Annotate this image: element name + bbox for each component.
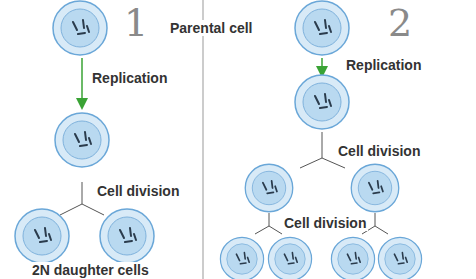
step-label: Cell division xyxy=(336,143,422,159)
granddaughter-cell xyxy=(220,237,263,279)
parental-cell xyxy=(295,1,349,55)
replicated-cell xyxy=(295,75,349,129)
replication-arrow xyxy=(81,58,83,104)
step-label: Replication xyxy=(344,57,423,73)
replication-arrow xyxy=(321,58,323,72)
heading-label: Parental cell xyxy=(168,20,255,36)
step-label: Cell division xyxy=(95,183,181,199)
granddaughter-cell xyxy=(378,237,421,279)
replicated-cell xyxy=(55,113,109,167)
step-label: Cell division xyxy=(282,215,368,231)
division-line xyxy=(255,213,388,234)
daughter-cell xyxy=(351,164,399,212)
daughter-cell xyxy=(100,209,154,263)
divider xyxy=(202,0,204,279)
daughter-cell xyxy=(245,164,293,212)
daughter-cell xyxy=(15,209,69,263)
parental-cell xyxy=(53,1,107,55)
panel-number: 1 xyxy=(124,3,148,43)
granddaughter-cell xyxy=(268,237,311,279)
granddaughter-cell xyxy=(331,237,374,279)
result-label: 2N daughter cells xyxy=(30,262,151,278)
panel-number: 2 xyxy=(388,3,412,43)
step-label: Replication xyxy=(90,70,169,86)
